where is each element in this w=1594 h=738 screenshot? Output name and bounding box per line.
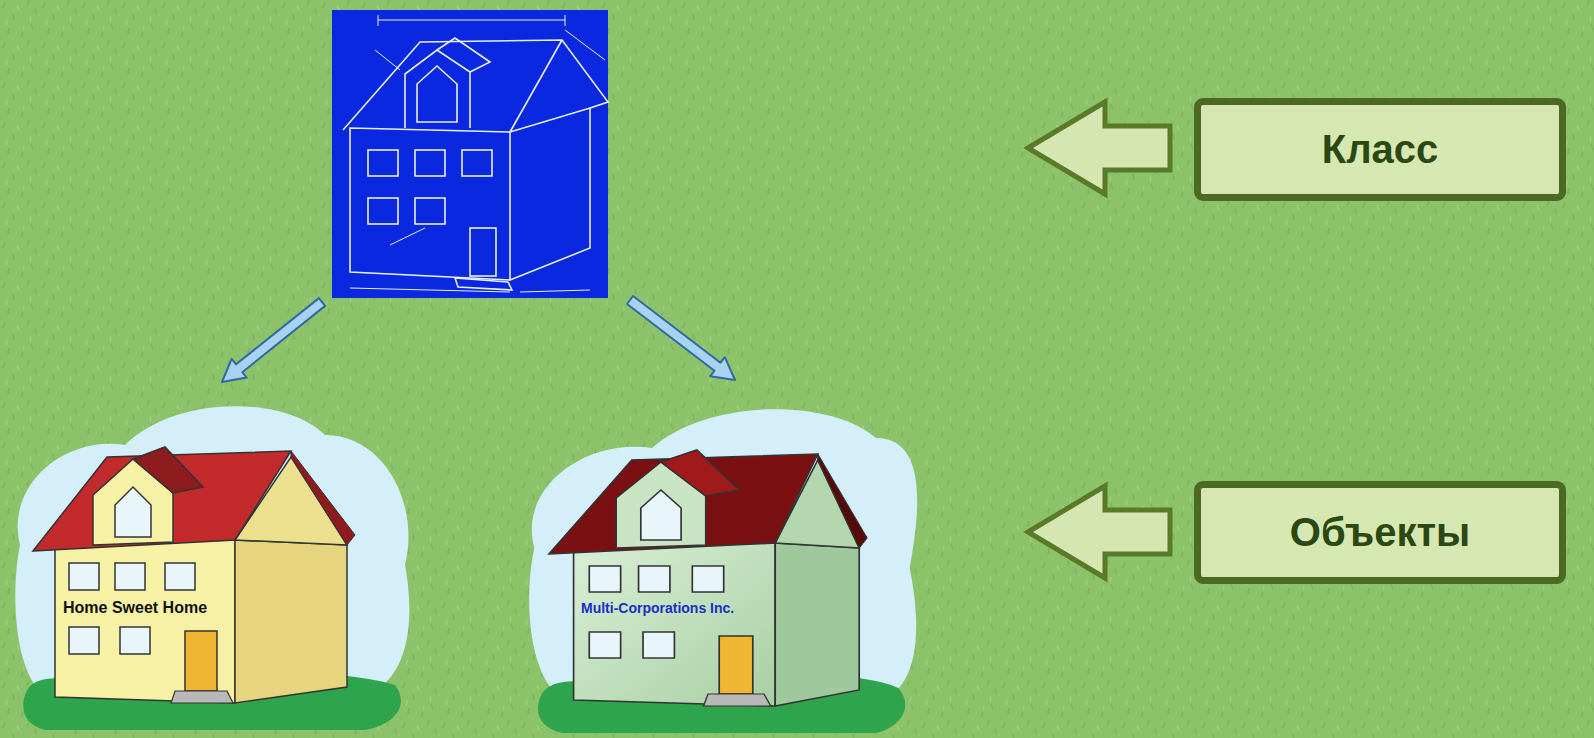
- house-left: [15, 406, 409, 730]
- sign-holder: Home Sweet Home: [63, 599, 207, 617]
- sign-holder: Multi-Corporations Inc.: [581, 601, 734, 616]
- instantiation-arrows: [222, 296, 735, 382]
- box-label: Объекты: [1290, 510, 1470, 554]
- blueprint: [332, 10, 608, 298]
- pointer-arrows: [1028, 102, 1170, 578]
- house-sign: Multi-Corporations Inc.: [581, 601, 734, 616]
- house-sign: Home Sweet Home: [63, 599, 207, 617]
- house-right: [529, 409, 917, 733]
- box-label: Класс: [1322, 127, 1439, 171]
- class-box: Класс: [1194, 98, 1566, 201]
- class-box: Объекты: [1194, 481, 1566, 584]
